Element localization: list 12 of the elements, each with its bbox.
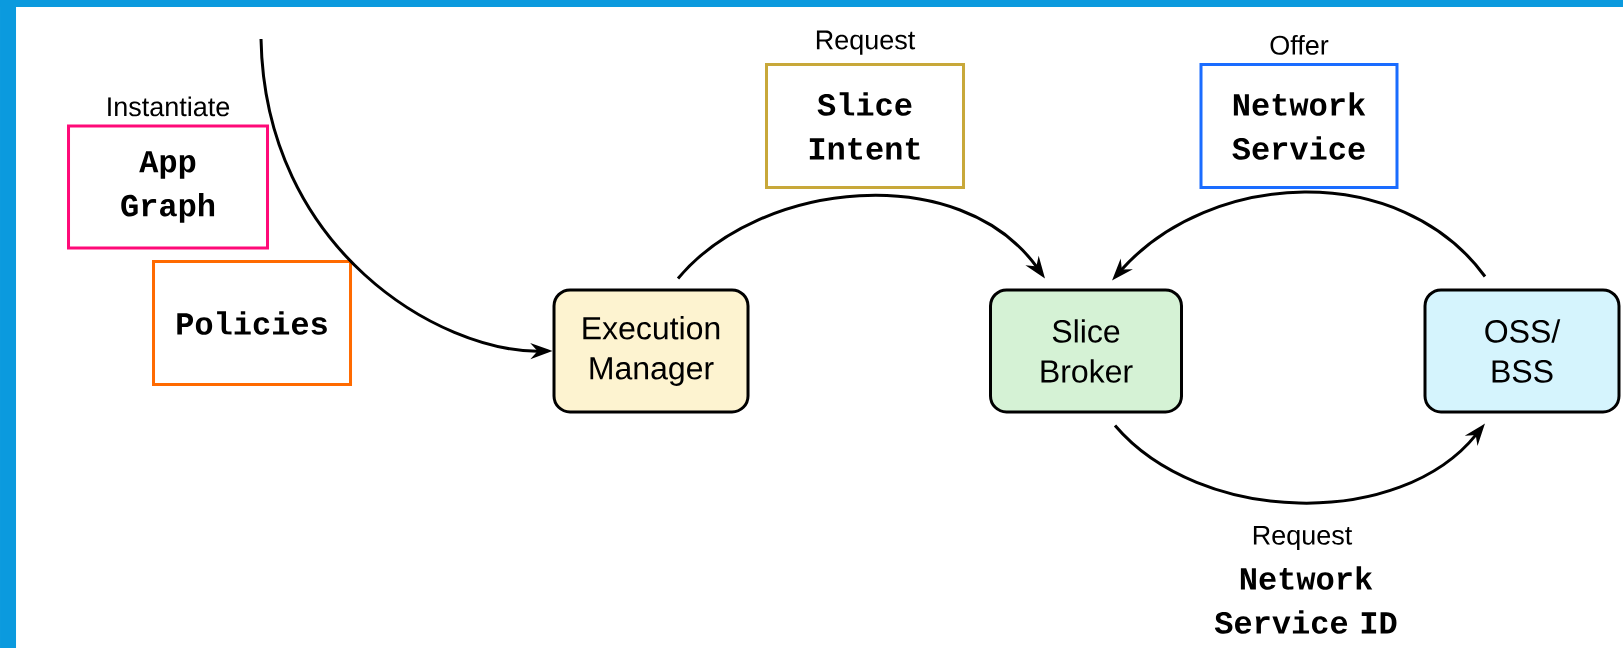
process-box: OSS/ BSS xyxy=(1423,288,1621,414)
text-box: Network Service xyxy=(1199,63,1399,189)
text-box: Slice Intent xyxy=(765,63,965,189)
caption-text: Request xyxy=(816,30,916,55)
text-box: Policies xyxy=(152,260,352,386)
caption-text: Instantiate xyxy=(108,96,230,117)
text-box: App Graph xyxy=(67,124,269,250)
caption-text: Request xyxy=(1253,525,1353,551)
caption-text: Offer xyxy=(1270,35,1329,55)
process-box: Execution Manager xyxy=(552,288,750,414)
caption-text: Network Service ID xyxy=(1214,566,1397,634)
process-box: Slice Broker xyxy=(989,288,1183,414)
